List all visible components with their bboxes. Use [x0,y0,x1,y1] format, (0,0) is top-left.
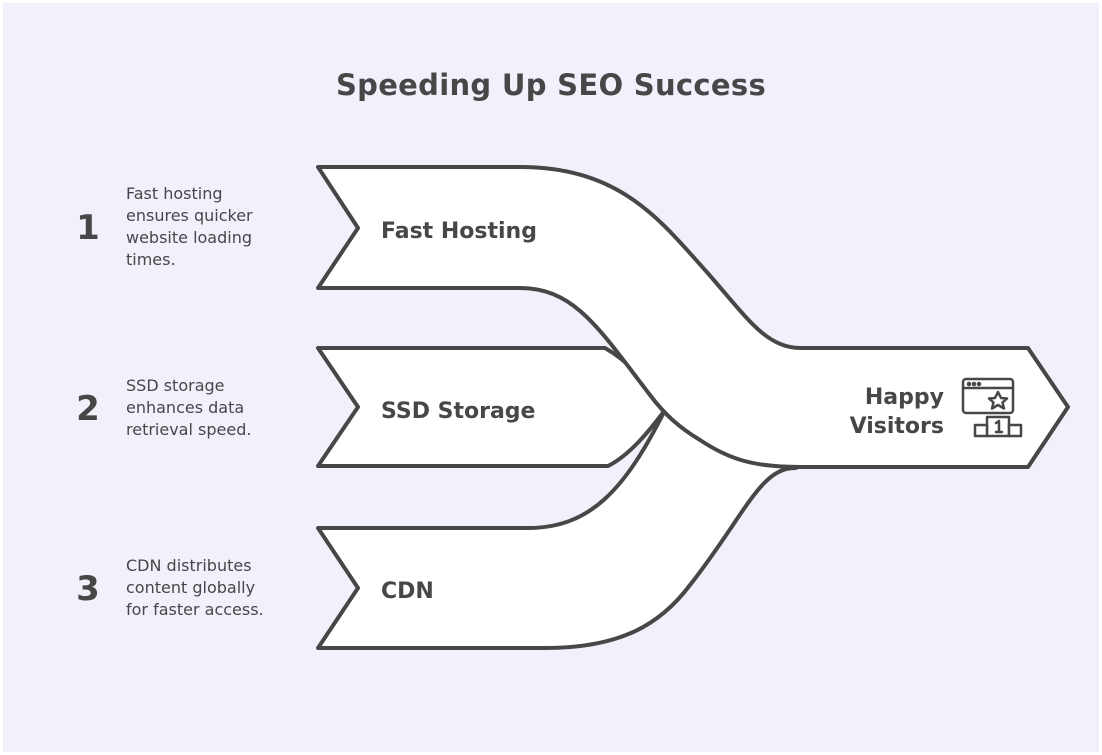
step-3-desc-line: for faster access. [126,600,264,619]
step-2-number: 2 [76,389,100,429]
step-1-desc-line: times. [126,250,176,269]
step-2-desc-line: retrieval speed. [126,420,252,439]
flow-label-ssd-storage: SSD Storage [381,399,535,424]
step-1-description: Fast hosting ensures quicker website loa… [126,183,316,271]
step-1-desc-line: ensures quicker [126,206,253,225]
step-3-description: CDN distributes content globally for fas… [126,555,316,621]
website-ranking-podium-icon [961,377,1023,438]
diagram-title: Speeding Up SEO Success [335,68,767,102]
step-2-desc-line: enhances data [126,398,245,417]
flow-label-fast-hosting: Fast Hosting [381,219,537,244]
flow-fast-hosting [316,165,1070,469]
step-1-number: 1 [76,208,100,248]
outcome-label-line-2: Visitors [850,414,944,439]
step-3-desc-line: content globally [126,578,256,597]
step-3-number: 3 [76,569,100,609]
step-2-description: SSD storage enhances data retrieval spee… [126,375,316,441]
flow-label-cdn: CDN [381,579,434,604]
step-1-desc-line: website loading [126,228,253,247]
step-1-desc-line: Fast hosting [126,184,223,203]
step-2-desc-line: SSD storage [126,376,225,395]
step-3-desc-line: CDN distributes [126,556,252,575]
outcome-label-line-1: Happy [865,385,944,410]
